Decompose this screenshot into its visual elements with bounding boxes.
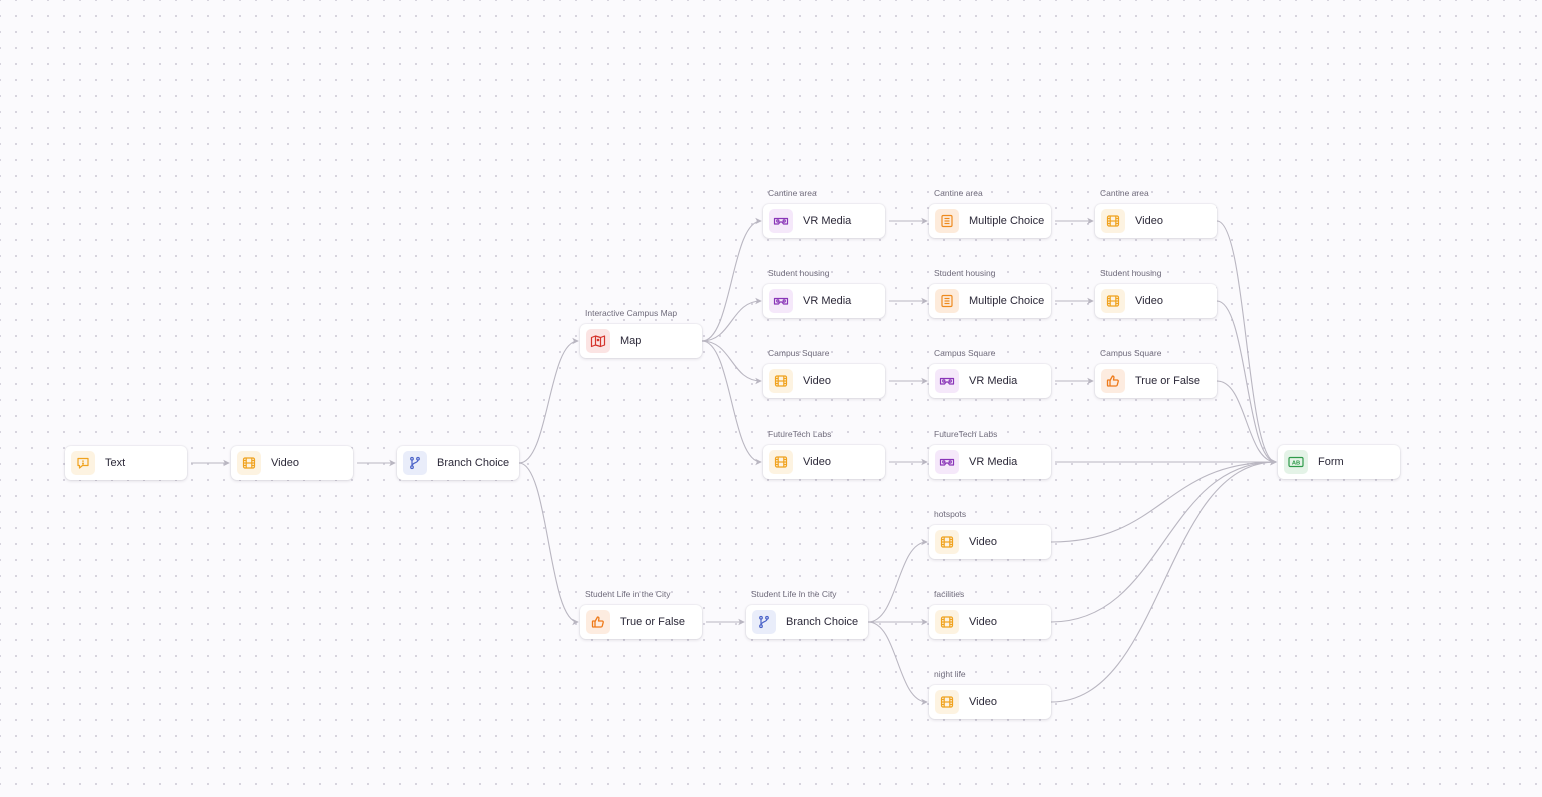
node-label: Video	[1135, 295, 1163, 307]
flow-node[interactable]: Video	[929, 685, 1051, 719]
vr-headset-icon	[769, 209, 793, 233]
node-label: True or False	[620, 616, 686, 628]
node-title: Cantine area	[768, 188, 817, 198]
node-title: Cantine area	[934, 188, 983, 198]
flow-node[interactable]: VR Media	[929, 364, 1051, 398]
edge-connector	[701, 340, 762, 466]
node-label: VR Media	[803, 215, 852, 227]
flow-node[interactable]: True or False	[580, 605, 702, 639]
node-label: Video	[969, 616, 997, 628]
list-icon	[935, 289, 959, 313]
node-title: FutureTech Labs	[934, 429, 998, 439]
node-label: VR Media	[969, 375, 1018, 387]
film-icon	[935, 610, 959, 634]
node-label: Multiple Choice	[969, 295, 1045, 307]
form-icon: AB	[1284, 450, 1308, 474]
edge-connector	[518, 337, 579, 464]
node-label: True or False	[1135, 375, 1201, 387]
film-icon	[935, 530, 959, 554]
flow-node[interactable]: Multiple Choice	[929, 204, 1051, 238]
flow-node[interactable]: Video	[763, 445, 885, 479]
node-label: Video	[271, 457, 299, 469]
node-title: Campus Square	[768, 348, 830, 358]
flow-node[interactable]: Text	[65, 446, 187, 480]
node-label: VR Media	[803, 295, 852, 307]
node-title: Student housing	[934, 268, 996, 278]
flow-node[interactable]: Video	[763, 364, 885, 398]
chat-bubble-icon	[71, 451, 95, 475]
list-icon	[935, 209, 959, 233]
edge-connector	[701, 340, 762, 385]
node-label: Video	[803, 456, 831, 468]
node-title: Student housing	[768, 268, 830, 278]
node-title: Student Life in the City	[585, 589, 671, 599]
edge-connector	[1050, 458, 1277, 543]
film-icon	[237, 451, 261, 475]
edge-connector	[867, 621, 928, 706]
node-label: Map	[620, 335, 642, 347]
vr-headset-icon	[935, 369, 959, 393]
node-label: Multiple Choice	[969, 215, 1045, 227]
node-label: Video	[803, 375, 831, 387]
flow-node[interactable]: Video	[929, 525, 1051, 559]
branch-icon	[403, 451, 427, 475]
node-label: Video	[969, 536, 997, 548]
node-title: hotspots	[934, 509, 967, 519]
map-icon	[586, 329, 610, 353]
flow-node[interactable]: VR Media	[763, 284, 885, 318]
flow-node[interactable]: Video	[929, 605, 1051, 639]
flow-node[interactable]: Branch Choice	[397, 446, 519, 480]
flow-node[interactable]: Branch Choice	[746, 605, 868, 639]
node-title: facilities	[934, 589, 965, 599]
branch-icon	[752, 610, 776, 634]
node-title: Campus Square	[934, 348, 996, 358]
node-title: Student Life in the City	[751, 589, 837, 599]
thumbs-up-icon	[586, 610, 610, 634]
edge-connector	[1216, 220, 1277, 466]
node-label: Video	[969, 696, 997, 708]
node-label: Form	[1318, 456, 1344, 468]
edge-connector	[1050, 458, 1277, 703]
film-icon	[769, 369, 793, 393]
edge-connector	[1216, 380, 1277, 466]
node-label: VR Media	[969, 456, 1018, 468]
flow-node[interactable]: Video	[1095, 284, 1217, 318]
flow-node[interactable]: Video	[1095, 204, 1217, 238]
edge-connector	[518, 462, 579, 626]
node-title: Cantine area	[1100, 188, 1149, 198]
node-label: Branch Choice	[437, 457, 510, 469]
node-title: night life	[934, 669, 966, 679]
flow-node[interactable]: Video	[231, 446, 353, 480]
edge-connector	[867, 538, 928, 623]
flow-node[interactable]: VR Media	[763, 204, 885, 238]
node-title: Interactive Campus Map	[585, 308, 678, 318]
film-icon	[1101, 289, 1125, 313]
node-title: Student housing	[1100, 268, 1162, 278]
node-label: Video	[1135, 215, 1163, 227]
node-title: FutureTech Labs	[768, 429, 832, 439]
node-label: Branch Choice	[786, 616, 859, 628]
vr-headset-icon	[769, 289, 793, 313]
edge-connector	[701, 217, 762, 342]
edge-connector	[1216, 300, 1277, 466]
thumbs-up-icon	[1101, 369, 1125, 393]
svg-text:AB: AB	[1292, 461, 1300, 467]
flow-node[interactable]: Map	[580, 324, 702, 358]
vr-headset-icon	[935, 450, 959, 474]
flow-node[interactable]: AB Form	[1278, 445, 1400, 479]
node-label: Text	[105, 457, 126, 469]
flow-node[interactable]: True or False	[1095, 364, 1217, 398]
edge-connector	[1050, 458, 1277, 623]
flow-node[interactable]: VR Media	[929, 445, 1051, 479]
film-icon	[769, 450, 793, 474]
film-icon	[1101, 209, 1125, 233]
node-title: Campus Square	[1100, 348, 1162, 358]
edge-connector	[701, 297, 762, 342]
film-icon	[935, 690, 959, 714]
flow-node[interactable]: Multiple Choice	[929, 284, 1051, 318]
